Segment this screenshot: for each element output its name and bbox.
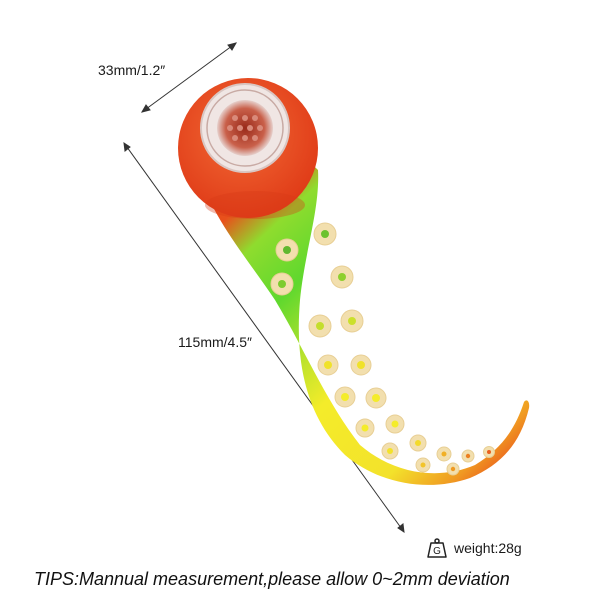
weight-label: weight:28g bbox=[454, 540, 522, 556]
weight-icon-glyph: G bbox=[433, 546, 441, 557]
weight-scale-icon: G bbox=[427, 538, 447, 558]
glass-screen-holes bbox=[227, 115, 263, 141]
tentacle-body bbox=[196, 149, 530, 485]
width-dimension-line bbox=[140, 42, 238, 113]
glass-bowl-insert bbox=[200, 83, 290, 173]
weight-info: G weight:28g bbox=[426, 537, 522, 559]
length-dimension-label: 115mm/4.5″ bbox=[178, 334, 252, 350]
length-dimension-line bbox=[123, 141, 405, 534]
tips-text: TIPS:Mannual measurement,please allow 0~… bbox=[34, 569, 510, 589]
width-dimension-label: 33mm/1.2″ bbox=[98, 62, 166, 78]
bowl-shadow bbox=[205, 191, 305, 219]
suction-cups bbox=[270, 222, 495, 476]
